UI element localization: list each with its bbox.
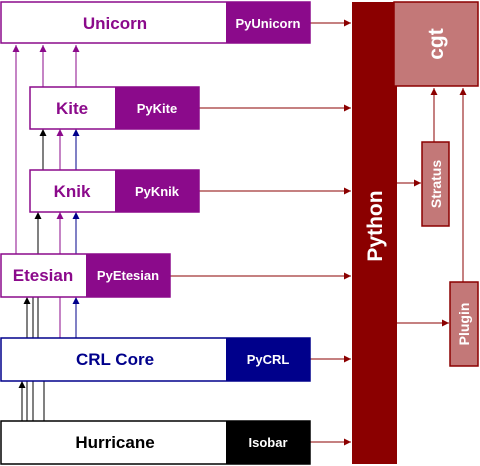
cgt-block[interactable]: cgt [393,1,479,87]
pykite-label: PyKite [137,101,177,116]
hurricane-block[interactable]: Hurricane Isobar [0,420,311,465]
knik-block[interactable]: Knik PyKnik [29,169,200,213]
isobar-label: Isobar [248,435,287,450]
plugin-label: Plugin [456,303,472,346]
pycrl-box [226,338,310,381]
isobar-box [226,421,310,464]
python-bar[interactable]: Python [352,2,397,464]
kite-block[interactable]: Kite PyKite [29,86,200,130]
pyetesian-box [86,254,170,297]
pyetesian-label: PyEtesian [97,268,159,283]
kite-label: Kite [56,99,88,118]
pyknik-label: PyKnik [135,184,180,199]
unicorn-label: Unicorn [83,14,147,33]
pyunicorn-label: PyUnicorn [235,16,300,31]
pykite-box [115,87,199,129]
crl-core-block[interactable]: CRL Core PyCRL [0,337,311,382]
pyunicorn-box [226,2,310,43]
stratus-block[interactable]: Stratus [421,141,450,227]
etesian-block[interactable]: Etesian PyEtesian [0,253,171,298]
python-label: Python [364,190,387,261]
stratus-label: Stratus [428,160,444,208]
etesian-label: Etesian [13,266,73,285]
pyknik-box [115,170,199,212]
crl-core-label: CRL Core [76,350,154,369]
plugin-block[interactable]: Plugin [449,281,479,367]
hurricane-label: Hurricane [75,433,154,452]
unicorn-block[interactable]: Unicorn PyUnicorn [0,1,311,44]
pycrl-label: PyCRL [247,352,290,367]
cgt-label: cgt [425,28,448,60]
knik-label: Knik [54,182,91,201]
